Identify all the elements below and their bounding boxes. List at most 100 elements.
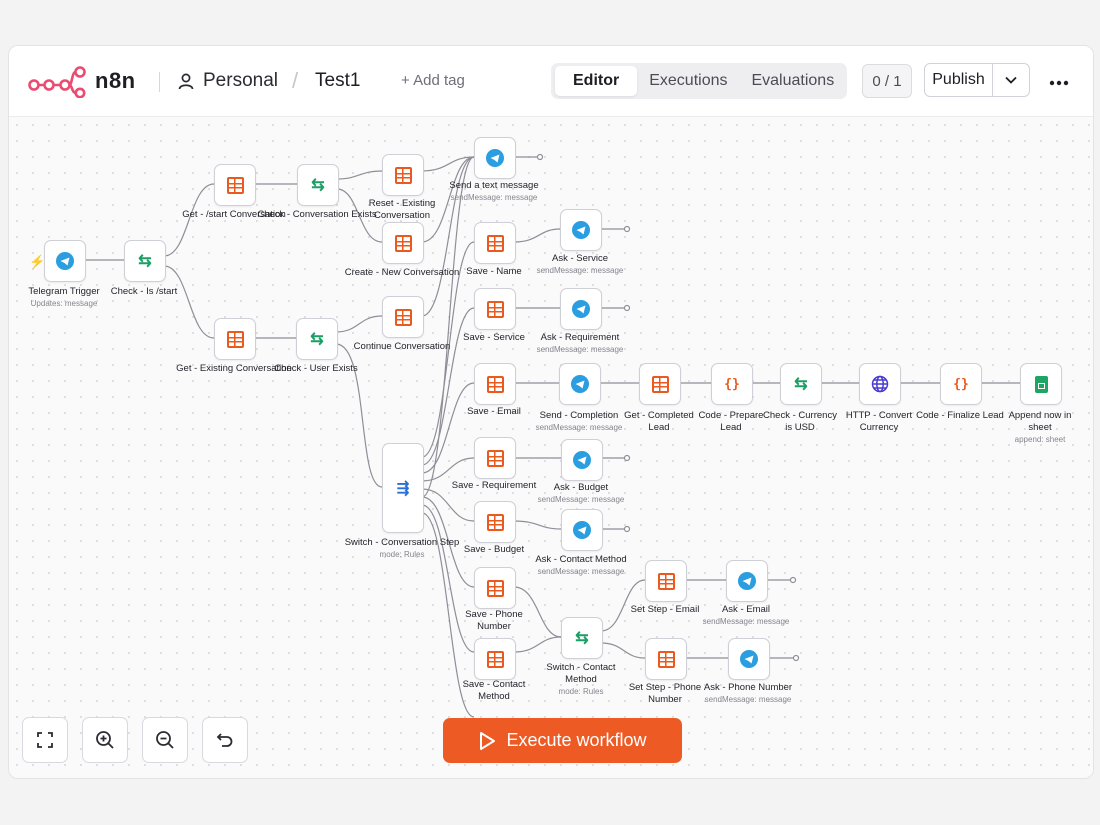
connection bbox=[600, 642, 646, 659]
node-continue-conversation[interactable] bbox=[382, 296, 424, 338]
telegram-icon bbox=[740, 650, 758, 668]
switch-icon: ⇶ bbox=[396, 480, 410, 497]
connection bbox=[421, 156, 475, 498]
node-create-new-conversation[interactable] bbox=[382, 222, 424, 264]
connection bbox=[600, 579, 646, 632]
node-check-currency-usd[interactable]: ⇆ bbox=[780, 363, 822, 405]
node-switch-conversation-step[interactable]: ⇶ bbox=[382, 443, 424, 533]
n8n-logo[interactable]: n8n bbox=[27, 64, 136, 98]
node-save-phone-number[interactable] bbox=[474, 567, 516, 609]
sheet-icon bbox=[486, 650, 504, 668]
node-label: Get - Completed Lead bbox=[624, 410, 694, 433]
node-ask-budget[interactable] bbox=[561, 439, 603, 481]
node-http-convert-currency[interactable] bbox=[859, 363, 901, 405]
node-save-name[interactable] bbox=[474, 222, 516, 264]
publish-button-group: Publish bbox=[924, 63, 1030, 97]
node-append-in-sheet[interactable] bbox=[1020, 363, 1062, 405]
node-get-existing-conversation[interactable] bbox=[214, 318, 256, 360]
node-label: Check - Currency is USD bbox=[763, 410, 837, 433]
node-check-is-start[interactable]: ⇆ bbox=[124, 240, 166, 282]
tab-executions[interactable]: Executions bbox=[649, 72, 728, 89]
sheet-icon bbox=[486, 300, 504, 318]
google-sheets-icon bbox=[1034, 375, 1048, 393]
node-label: Create - New Conversation bbox=[344, 267, 460, 278]
node-label: Check - Conversation Exists bbox=[257, 209, 377, 220]
node-ask-phone-number[interactable] bbox=[728, 638, 770, 680]
node-save-email[interactable] bbox=[474, 363, 516, 405]
fit-view-button[interactable] bbox=[22, 717, 68, 763]
zoom-out-icon bbox=[156, 731, 174, 749]
node-label: Get - /start Conversation bbox=[182, 209, 286, 220]
node-get-start-conversation[interactable] bbox=[214, 164, 256, 206]
connection bbox=[421, 241, 475, 458]
workflow-title[interactable]: Test1 bbox=[315, 70, 361, 91]
node-save-budget[interactable] bbox=[474, 501, 516, 543]
tab-evaluations[interactable]: Evaluations bbox=[751, 72, 835, 89]
node-check-conversation-exists[interactable]: ⇆ bbox=[297, 164, 339, 206]
node-check-user-exists[interactable]: ⇆ bbox=[296, 318, 338, 360]
add-tag-button[interactable]: + Add tag bbox=[401, 72, 465, 89]
node-label: Code - Prepare Lead bbox=[698, 410, 764, 433]
node-save-requirement[interactable] bbox=[474, 437, 516, 479]
node-switch-contact-method[interactable]: ⇆ bbox=[561, 617, 603, 659]
node-code-finalize-lead[interactable]: {} bbox=[940, 363, 982, 405]
project-name: Personal bbox=[203, 70, 278, 91]
sheet-icon bbox=[394, 166, 412, 184]
node-save-contact-method[interactable] bbox=[474, 638, 516, 680]
node-telegram-trigger[interactable] bbox=[44, 240, 86, 282]
tab-editor[interactable]: Editor bbox=[555, 66, 638, 96]
n8n-logo-icon bbox=[28, 66, 86, 98]
node-ask-email[interactable] bbox=[726, 560, 768, 602]
workflow-editor-window: n8n Personal / Test1 + Add tag Editor Ex… bbox=[8, 45, 1094, 779]
sheet-icon bbox=[486, 375, 504, 393]
execute-workflow-label: Execute workflow bbox=[506, 730, 647, 750]
connection bbox=[421, 307, 475, 466]
node-save-service[interactable] bbox=[474, 288, 516, 330]
node-send-text-message[interactable] bbox=[474, 137, 516, 179]
node-ask-contact-method[interactable] bbox=[561, 509, 603, 551]
breadcrumb-project[interactable]: Personal bbox=[177, 70, 278, 92]
execute-workflow-button[interactable]: Execute workflow bbox=[443, 718, 682, 763]
sheet-icon bbox=[226, 330, 244, 348]
zoom-in-button[interactable] bbox=[82, 717, 128, 763]
node-code-prepare-lead[interactable]: {} bbox=[711, 363, 753, 405]
publish-button[interactable]: Publish bbox=[925, 64, 993, 96]
publish-options-button[interactable] bbox=[993, 64, 1029, 96]
node-get-completed-lead[interactable] bbox=[639, 363, 681, 405]
play-icon bbox=[480, 731, 496, 750]
connection bbox=[336, 170, 383, 180]
node-ask-service[interactable] bbox=[560, 209, 602, 251]
more-options-button[interactable] bbox=[1049, 70, 1069, 90]
zoom-out-button[interactable] bbox=[142, 717, 188, 763]
if-icon: ⇆ bbox=[794, 376, 808, 393]
node-reset-existing-conversation[interactable] bbox=[382, 154, 424, 196]
node-label: Set Step - Email bbox=[630, 604, 700, 615]
globe-icon bbox=[871, 375, 889, 393]
connection bbox=[421, 156, 475, 317]
reset-zoom-button[interactable] bbox=[202, 717, 248, 763]
telegram-icon bbox=[572, 300, 590, 318]
undo-icon bbox=[216, 733, 233, 747]
node-label: Save - Email bbox=[467, 406, 521, 417]
telegram-icon bbox=[573, 451, 591, 469]
connection bbox=[421, 504, 475, 653]
header-divider bbox=[159, 72, 160, 92]
node-send-completion[interactable] bbox=[559, 363, 601, 405]
node-label: Save - Requirement bbox=[451, 480, 537, 491]
node-set-step-phone-number[interactable] bbox=[645, 638, 687, 680]
connection bbox=[513, 228, 561, 243]
connection bbox=[335, 343, 383, 488]
sheet-icon bbox=[394, 308, 412, 326]
node-label: HTTP - Convert Currency bbox=[845, 410, 913, 433]
chevron-down-icon bbox=[1005, 76, 1017, 84]
trigger-bolt-icon: ⚡ bbox=[29, 254, 46, 269]
node-label: Check - Is /start bbox=[110, 286, 178, 297]
node-set-step-email[interactable] bbox=[645, 560, 687, 602]
sheet-icon bbox=[226, 176, 244, 194]
node-ask-requirement[interactable] bbox=[560, 288, 602, 330]
telegram-icon bbox=[56, 252, 74, 270]
